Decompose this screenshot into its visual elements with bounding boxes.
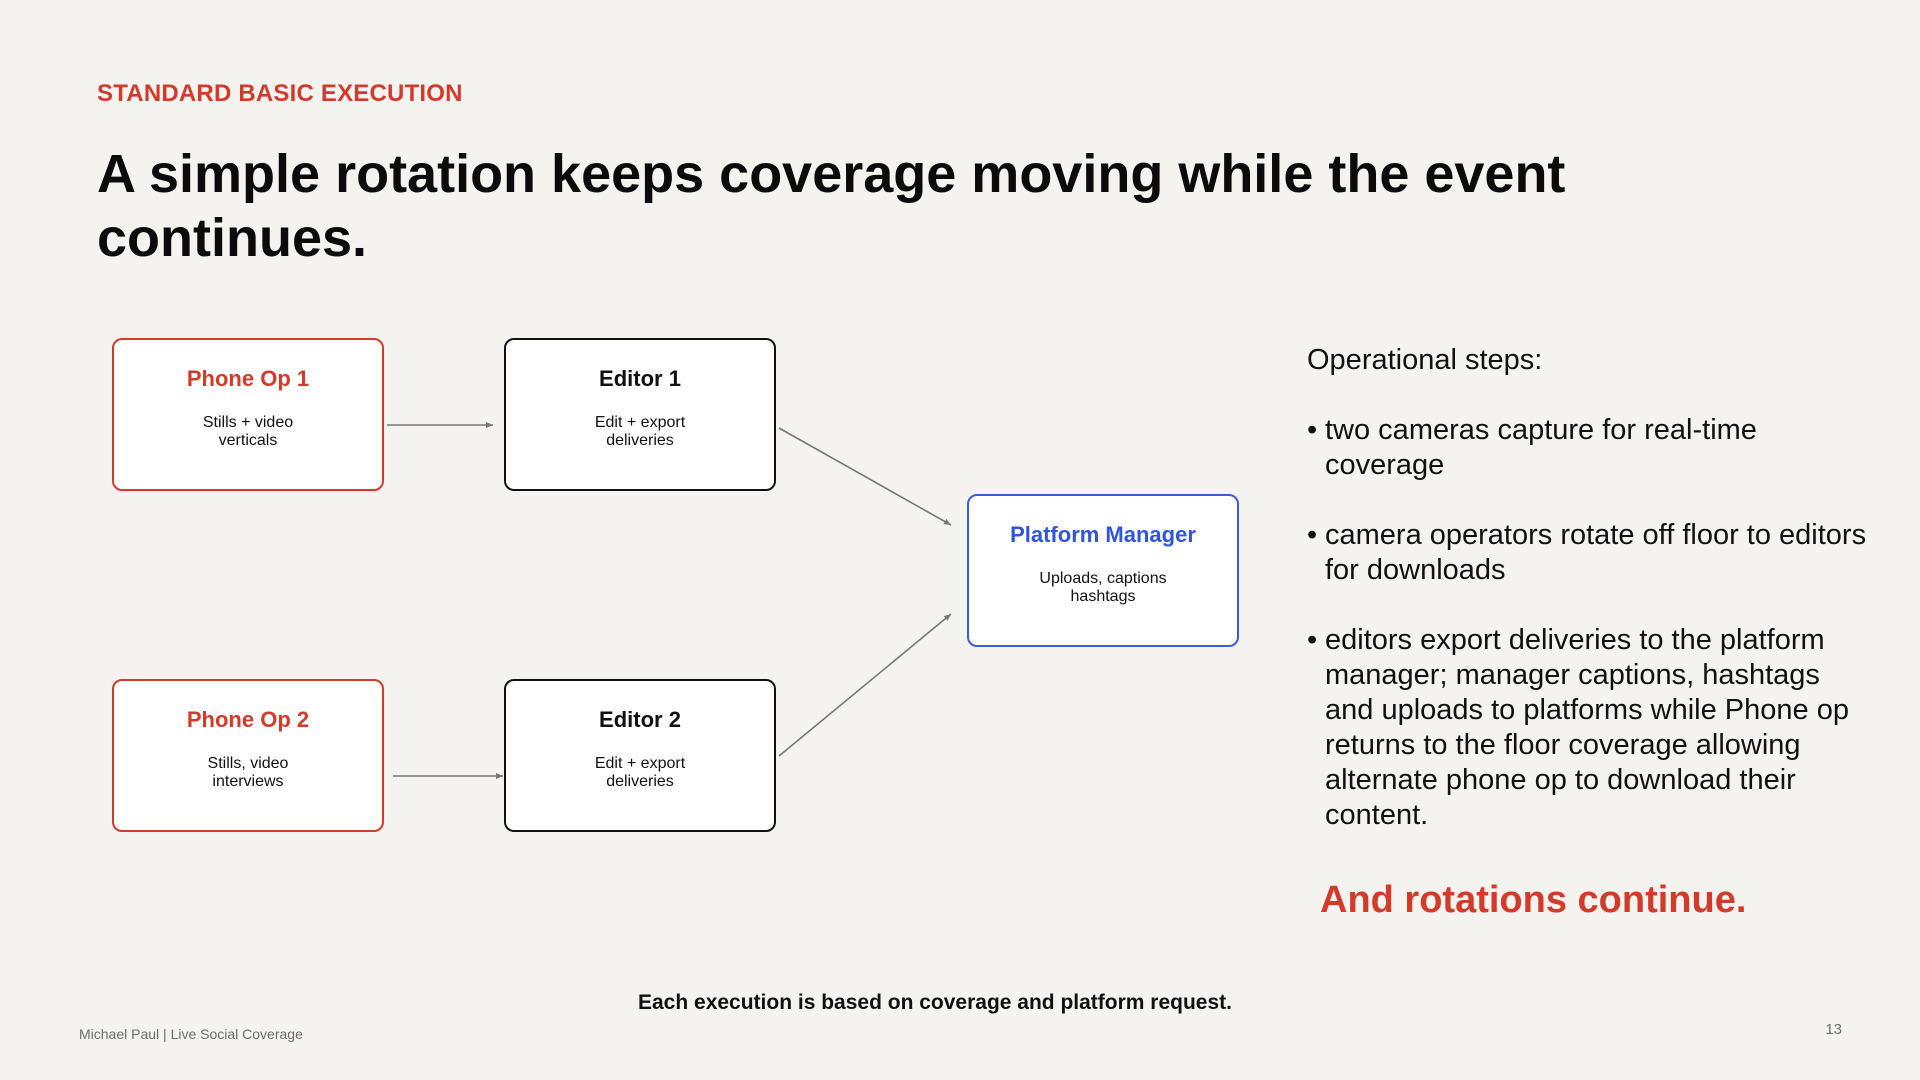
bullet-glyph: • xyxy=(1307,624,1318,656)
node-description: Stills + video verticals xyxy=(202,414,294,449)
footnote: Each execution is based on coverage and … xyxy=(637,991,1232,1014)
bullet-glyph: • xyxy=(1307,519,1318,551)
node-description: Edit + export deliveries xyxy=(594,414,686,449)
node-title: Phone Op 1 xyxy=(186,366,310,391)
page-number: 13 xyxy=(1825,1021,1842,1038)
node-editor-2: Editor 2 Edit + export deliveries xyxy=(504,679,776,832)
node-platform-manager: Platform Manager Uploads, captions hasht… xyxy=(967,494,1239,647)
node-phone-op-2: Phone Op 2 Stills, video interviews xyxy=(112,679,384,832)
node-editor-1: Editor 1 Edit + export deliveries xyxy=(504,338,776,491)
step-text: editors export deliveries to the platfor… xyxy=(1325,624,1849,831)
node-description: Stills, video interviews xyxy=(207,755,289,790)
step-item: • camera operators rotate off floor to e… xyxy=(1307,518,1867,588)
node-phone-op-1: Phone Op 1 Stills + video verticals xyxy=(112,338,384,491)
node-title: Editor 1 xyxy=(599,366,681,391)
bullet-glyph: • xyxy=(1307,414,1318,446)
node-title: Platform Manager xyxy=(1010,522,1196,547)
node-description: Uploads, captions hashtags xyxy=(1039,570,1167,605)
footer-credit: Michael Paul | Live Social Coverage xyxy=(79,1026,303,1042)
edge-editor-1-to-platform-manager xyxy=(778,427,952,526)
step-text: two cameras capture for real-time covera… xyxy=(1325,414,1757,481)
edge-editor-2-to-platform-manager xyxy=(778,613,952,757)
node-title: Phone Op 2 xyxy=(186,707,310,732)
section-eyebrow: STANDARD BASIC EXECUTION xyxy=(97,80,463,107)
node-title: Editor 2 xyxy=(599,707,681,732)
node-description: Edit + export deliveries xyxy=(594,755,686,790)
closing-statement: And rotations continue. xyxy=(1320,879,1747,921)
step-item: • editors export deliveries to the platf… xyxy=(1307,623,1867,833)
steps-heading: Operational steps: xyxy=(1307,344,1543,376)
slide-headline: A simple rotation keeps coverage moving … xyxy=(97,144,1566,268)
step-item: • two cameras capture for real-time cove… xyxy=(1307,413,1867,483)
step-text: camera operators rotate off floor to edi… xyxy=(1325,519,1867,586)
operational-steps: Operational steps: • two cameras capture… xyxy=(1307,343,1867,831)
